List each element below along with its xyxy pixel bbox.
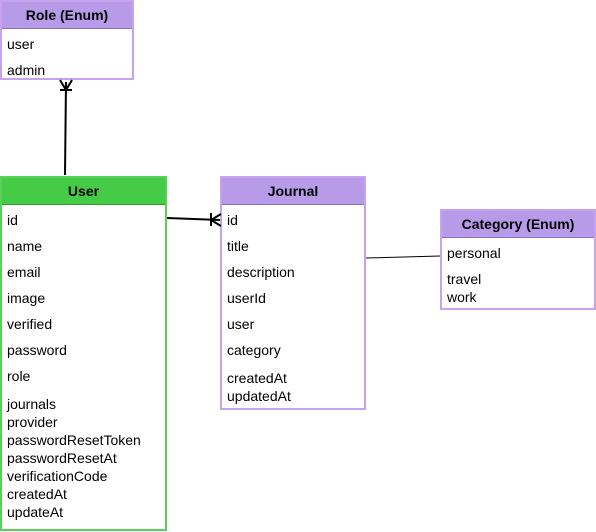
entity-field: name (7, 238, 43, 254)
entity-field: createdAt (7, 486, 67, 502)
entity-field: work (447, 289, 477, 305)
entity-field: admin (7, 62, 46, 78)
entity-field: user (7, 36, 35, 52)
entity-field: provider (7, 414, 58, 430)
entity-field: description (227, 264, 295, 280)
entity-role-enum[interactable]: Role (Enum) user admin (0, 0, 134, 80)
entity-journal[interactable]: Journal id title description userId user… (220, 176, 366, 410)
entity-field: verificationCode (7, 468, 108, 484)
entity-field: passwordResetToken (7, 432, 141, 448)
entity-title: Journal (222, 178, 364, 205)
entity-field: passwordResetAt (7, 450, 117, 466)
entity-field: travel (447, 271, 482, 287)
entity-field: updateAt (7, 504, 64, 520)
entity-user[interactable]: User id name email image verified passwo… (0, 176, 167, 531)
entity-field: createdAt (227, 370, 287, 386)
connector-user-journal (166, 217, 221, 221)
entity-field: title (227, 238, 249, 254)
entity-field: email (7, 264, 41, 280)
entity-field: updatedAt (227, 388, 291, 404)
entity-field: journals (7, 396, 57, 412)
entity-field: id (227, 212, 238, 228)
entity-field: userId (227, 290, 266, 306)
entity-category-enum[interactable]: Category (Enum) personal travel work (440, 209, 596, 310)
entity-field: user (227, 316, 255, 332)
entity-field: role (7, 368, 31, 384)
connector-user-role (64, 81, 67, 176)
entity-field: password (7, 342, 67, 358)
entity-field: id (7, 212, 18, 228)
entity-field: verified (7, 316, 53, 332)
entity-field: image (7, 290, 46, 306)
entity-field: category (227, 342, 281, 358)
entity-field: personal (447, 245, 501, 261)
entity-title: User (2, 178, 165, 205)
connector-journal-category (365, 255, 441, 259)
entity-title: Role (Enum) (2, 2, 132, 29)
entity-title: Category (Enum) (442, 211, 594, 238)
